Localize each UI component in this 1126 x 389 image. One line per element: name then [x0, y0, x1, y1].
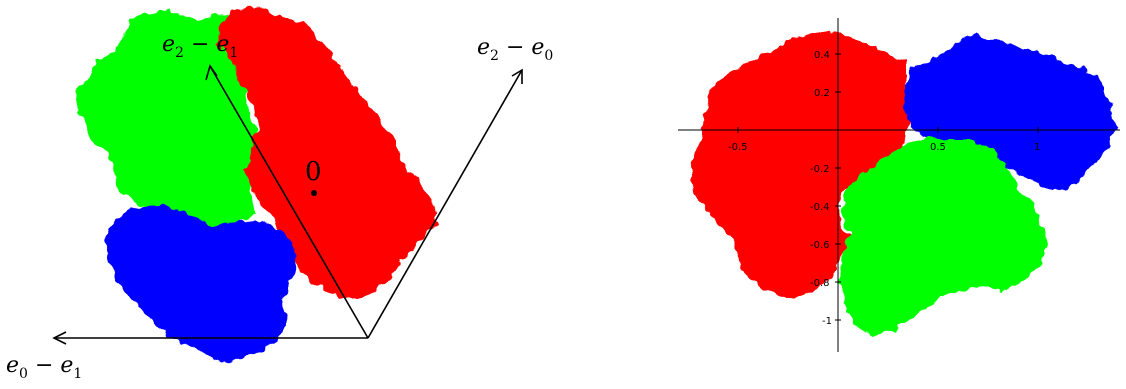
y-tick-label: 0.2	[814, 88, 830, 99]
label-e2-minus-e0: e2 − e0	[477, 35, 553, 64]
y-axis-ticks	[835, 53, 841, 321]
label-e2-minus-e1: e2 − e1	[162, 32, 238, 61]
x-axis-ticks	[737, 127, 1039, 133]
blue-tile	[104, 206, 296, 362]
y-tick-label: -0.4	[810, 202, 830, 213]
label-e0-minus-e1: e0 − e1	[6, 353, 82, 382]
plot-green-tile	[840, 136, 1048, 336]
vector-e2-minus-e0	[367, 69, 523, 339]
arrowhead-e2-minus-e1	[205, 64, 218, 81]
rauzy-fractal-vectors-figure: 0 e2 − e1 e2 − e0 e0 − e1	[6, 8, 553, 382]
y-tick-labels: 0.4 0.2 -0.2 -0.4 -0.6 -0.8 -1	[810, 50, 832, 327]
plot-blue-tile	[904, 34, 1116, 192]
left-figure-canvas: 0 e2 − e1 e2 − e0 e0 − e1	[6, 8, 553, 382]
right-figure-canvas: -0.5 0.5 1 0.4 0.2 -0.2 -0.4 -0.6 -0.8 -…	[678, 18, 1120, 352]
x-tick-label: 0.5	[930, 142, 946, 153]
y-tick-label: -0.2	[810, 164, 830, 175]
origin-point	[311, 190, 317, 196]
y-tick-label: -0.8	[810, 278, 830, 289]
arrowhead-e0-minus-e1	[52, 331, 67, 345]
plot-red-tile	[690, 30, 910, 298]
y-tick-label: 0.4	[814, 50, 830, 61]
x-tick-labels: -0.5 0.5 1	[728, 142, 1040, 153]
green-tile	[74, 10, 262, 232]
rauzy-fractal-plot-figure: -0.5 0.5 1 0.4 0.2 -0.2 -0.4 -0.6 -0.8 -…	[670, 0, 1126, 385]
y-tick-label: -1	[822, 316, 832, 327]
plot-axes	[678, 18, 1120, 352]
x-tick-label: 1	[1034, 142, 1040, 153]
red-tile	[218, 8, 438, 300]
y-tick-label: -0.6	[810, 240, 830, 251]
origin-label: 0	[305, 157, 322, 187]
vector-e2-minus-e1	[209, 65, 369, 339]
vector-arrows	[52, 64, 523, 345]
arrowhead-e2-minus-e0	[511, 68, 523, 84]
x-tick-label: -0.5	[728, 142, 748, 153]
